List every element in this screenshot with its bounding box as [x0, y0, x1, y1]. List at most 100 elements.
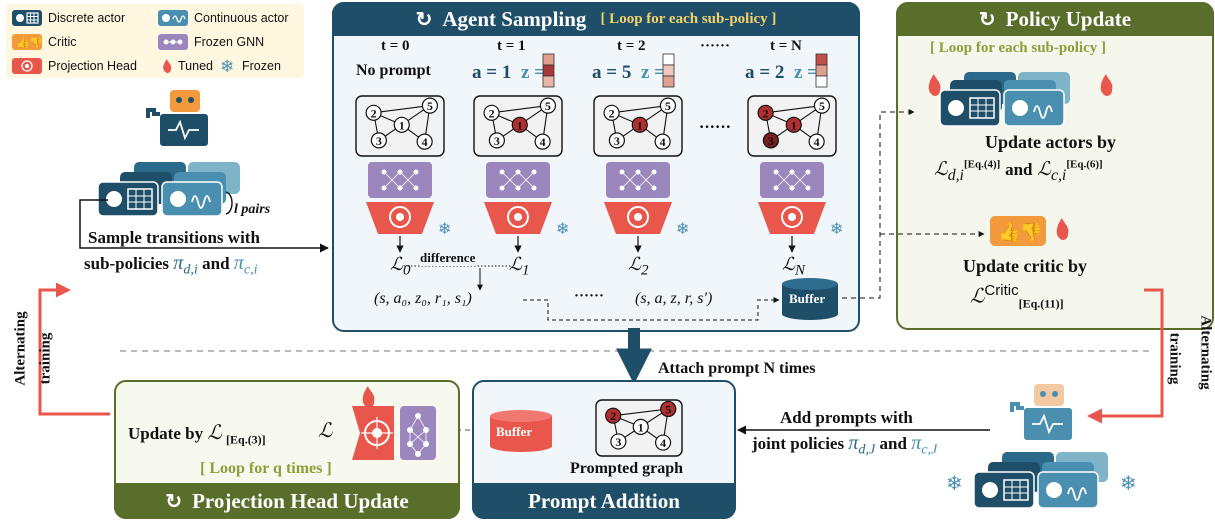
graph-node-label-5: 5 — [665, 402, 671, 416]
graph-node-label-2: 2 — [371, 106, 377, 120]
pi-c-symbol: π — [233, 252, 244, 274]
buffer-label: Buffer — [789, 291, 826, 306]
robot-icon — [146, 90, 208, 146]
graph-node-1 — [511, 116, 528, 133]
legend-icons: 👍👎 ❄ — [12, 10, 234, 76]
snowflake-icon: ❄ — [1120, 473, 1137, 495]
update-loss-symbol: ℒ — [207, 422, 222, 444]
graph-node-label-1: 1 — [517, 118, 523, 132]
fire-icon — [163, 59, 172, 73]
critic-sup: Critic — [984, 282, 1019, 299]
graph-node-label-2: 2 — [489, 106, 495, 120]
action-1-label: a = 1 — [472, 62, 512, 83]
graph-node-label-3: 3 — [376, 134, 382, 148]
pi-c-sub: c,i — [243, 261, 258, 278]
eq4-ref: [Eq.(4)] — [963, 158, 1001, 171]
no-prompt-label: No prompt — [356, 62, 431, 79]
fire-icon — [1100, 74, 1113, 96]
graph-node-4 — [808, 133, 825, 150]
graph-node-label-2: 2 — [609, 106, 615, 120]
policy-actors-icon — [928, 72, 1113, 127]
graph-node-3 — [608, 132, 625, 149]
agent-sampling-title: Agent Sampling — [442, 6, 587, 31]
graph-node-1 — [631, 116, 648, 133]
legend-discrete-actor: Discrete actor — [48, 11, 126, 25]
legend-tuned: Tuned — [178, 59, 213, 73]
graph-node-label-4: 4 — [660, 436, 666, 450]
graph-node-5 — [421, 97, 439, 114]
loss-2: ℒ2 — [628, 254, 648, 280]
ellipsis-middle: ······ — [699, 119, 731, 136]
graph-node-2 — [757, 104, 774, 121]
graph-node-label-1: 1 — [791, 118, 797, 132]
left-training-label: training — [36, 320, 56, 400]
action-n-label: a = 2 — [745, 62, 785, 83]
projection-loop: [ Loop for q times ] — [200, 460, 332, 477]
graph-node-label-2: 2 — [763, 106, 769, 120]
critic-update-icon: 👍👎 — [990, 216, 1069, 246]
graph-node-label-5: 5 — [545, 99, 551, 113]
loss-n-symbol: ℒ — [782, 254, 795, 274]
agent-sampling-titlebar: ↻ Agent Sampling [ Loop for each sub-pol… — [332, 2, 860, 36]
prompt-addition-titlebar: Prompt Addition — [472, 483, 736, 519]
graph-node-4 — [654, 133, 671, 150]
robot-icon — [1010, 384, 1072, 440]
z-2-label: z = — [641, 62, 666, 83]
left-agent-group — [97, 90, 240, 217]
actor-stack-icon — [97, 162, 240, 217]
pi-c-joint-sub: c,J — [921, 441, 938, 458]
graph-node-5 — [660, 400, 677, 418]
legend-critic: Critic — [48, 35, 77, 49]
difference-label: difference — [420, 250, 476, 266]
legend-frozen-gnn: Frozen GNN — [194, 35, 265, 49]
eq6-ref: [Eq.(6)] — [1066, 158, 1103, 171]
z-1-label: z = — [521, 62, 546, 83]
actor-loss-c-sub: c,i — [1050, 166, 1067, 184]
loss-2-symbol: ℒ — [628, 254, 641, 274]
z-vector-1 — [542, 53, 555, 88]
projection-head-gnn-icon — [352, 386, 436, 460]
left-alternating-text: Alternating — [12, 311, 29, 386]
fire-icon — [362, 386, 375, 408]
graph-node-5 — [813, 97, 831, 114]
update-actors-label: Update actors by — [985, 132, 1116, 152]
graph-node-label-3: 3 — [494, 134, 500, 148]
transition-0: (s, a₀, z₀, r₁, s₁) — [374, 290, 472, 307]
pi-d-joint-sub: d,J — [858, 441, 876, 458]
graph-node-label-4: 4 — [422, 135, 428, 149]
joint-policies-text: joint policies — [752, 434, 845, 453]
loss-2-sub: 2 — [640, 262, 649, 279]
sample-line1: Sample transitions with — [88, 228, 260, 247]
agent-sampling-loop: [ Loop for each sub-policy ] — [600, 10, 777, 27]
actor-stack-icon — [973, 452, 1108, 509]
right-alternating-label: Alternating — [1190, 300, 1214, 410]
svg-text:👍👎: 👍👎 — [16, 36, 43, 49]
loss-0-sub: 0 — [402, 262, 411, 279]
actor-loss-d: ℒ — [934, 159, 948, 180]
left-training-text: training — [37, 332, 54, 385]
right-training-text: training — [1166, 332, 1183, 385]
legend-frozen: Frozen — [242, 59, 281, 73]
graph-node-5 — [659, 97, 677, 114]
graph-node-4 — [416, 133, 433, 150]
cycle-icon: ↻ — [165, 490, 183, 513]
graph-node-3 — [610, 433, 627, 450]
critic-icon: 👍👎 — [12, 34, 43, 50]
buffer-cylinder-icon — [490, 410, 552, 452]
ellipsis-transitions: ······ — [574, 288, 605, 304]
legend-continuous-actor: Continuous actor — [194, 11, 289, 25]
timestep-n-label: t = N — [770, 38, 802, 54]
snowflake-icon: ❄ — [220, 57, 234, 76]
actor-loss-equation: ℒd,i[Eq.(4)] and ℒc,i[Eq.(6)] — [934, 158, 1103, 185]
and-text: and — [1005, 160, 1033, 179]
pi-d-sub: d,i — [183, 261, 198, 278]
timestep-0-label: t = 0 — [381, 38, 410, 54]
actor-loss-d-sub: d,i — [947, 166, 964, 184]
graph-node-1 — [785, 116, 802, 133]
sample-line2-text: sub-policies — [84, 254, 170, 273]
projection-update-titlebar: ↻ Projection Head Update — [114, 483, 460, 519]
graph-node-label-5: 5 — [665, 99, 671, 113]
